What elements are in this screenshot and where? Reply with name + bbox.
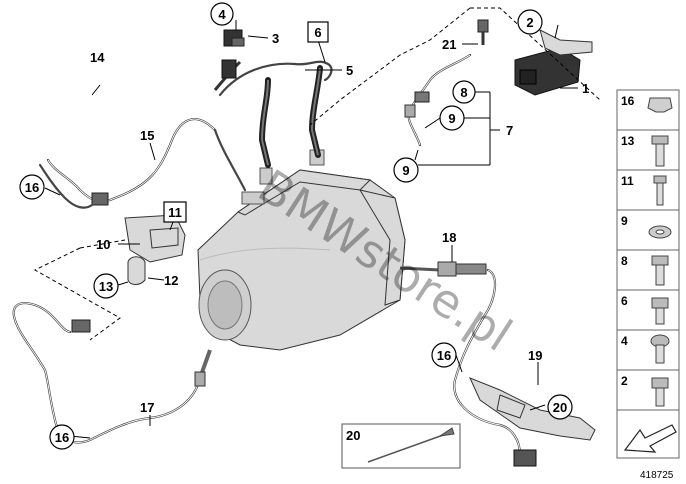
callout-11[interactable]: 11 [163,201,187,223]
group-lines [33,7,601,341]
callout-4[interactable]: 4 [210,2,234,26]
callout-label: 8 [460,85,467,100]
direction-arrow-icon [623,424,677,453]
callout-3[interactable]: 3 [272,31,279,46]
callout-label: 4 [218,7,226,22]
callout-21[interactable]: 21 [442,37,456,52]
side-label-4: 9 [621,214,628,228]
banjo-bolt-icon [651,255,669,286]
oxygen-sensor-18 [399,261,537,467]
callout-14[interactable]: 14 [90,50,105,65]
callout-16-right[interactable]: 16 [431,342,457,368]
callout-1[interactable]: 1 [582,81,589,96]
pressure-sensor [223,29,245,47]
callout-label: 13 [99,279,113,294]
flange-bolt-icon [651,135,669,167]
side-label-1: 16 [621,94,635,108]
callout-18[interactable]: 18 [442,230,456,245]
control-unit [514,29,593,96]
reference-number: 418725 [640,470,674,481]
callout-9-lower[interactable]: 9 [393,157,419,183]
callout-label: 9 [402,163,409,178]
callout-8[interactable]: 8 [452,80,476,104]
callout-19[interactable]: 19 [528,348,542,363]
collar-bolt-icon [651,377,669,407]
sensor-cable-7 [404,53,472,147]
side-label-6: 6 [621,294,628,308]
callout-label: 16 [25,180,39,195]
side-label-7: 4 [621,334,628,348]
callout-9-upper[interactable]: 9 [439,105,465,131]
callout-15[interactable]: 15 [140,128,154,143]
inset-box-20: 20 [341,423,461,469]
side-panel: 16 13 11 9 8 6 4 2 [616,89,680,459]
bolt-icon [653,175,667,206]
catalytic-converter [197,149,406,351]
side-label-5: 8 [621,254,628,268]
callout-2[interactable]: 2 [517,9,543,35]
side-label-2: 13 [621,134,635,148]
callout-label: 11 [168,205,182,220]
temperature-sensor-cable-15 [38,118,247,209]
callout-16-bottom[interactable]: 16 [49,424,75,450]
callout-17[interactable]: 17 [140,400,154,415]
callout-label: 16 [437,348,451,363]
inset-label: 20 [346,428,360,443]
callout-5[interactable]: 5 [346,63,353,78]
hex-bolt-icon [651,297,669,325]
callout-16-left[interactable]: 16 [19,174,45,200]
callout-6[interactable]: 6 [307,21,329,43]
callout-12[interactable]: 12 [164,273,178,288]
callout-label: 2 [526,15,533,30]
callout-label: 6 [314,25,321,40]
screw-icon [650,334,670,364]
clip-icon [647,97,673,113]
callout-label: 16 [55,430,69,445]
callout-13[interactable]: 13 [93,273,119,299]
callout-7[interactable]: 7 [506,123,513,138]
washer-icon [648,225,672,239]
callout-label: 9 [448,111,455,126]
leader-lines [44,20,578,439]
sensor-21 [477,19,489,45]
side-label-3: 11 [621,174,634,188]
pressure-hoses [213,59,333,168]
callout-10[interactable]: 10 [96,237,110,252]
side-label-8: 2 [621,374,628,388]
callout-20-diagram[interactable]: 20 [547,394,573,420]
callout-label: 20 [553,400,567,415]
